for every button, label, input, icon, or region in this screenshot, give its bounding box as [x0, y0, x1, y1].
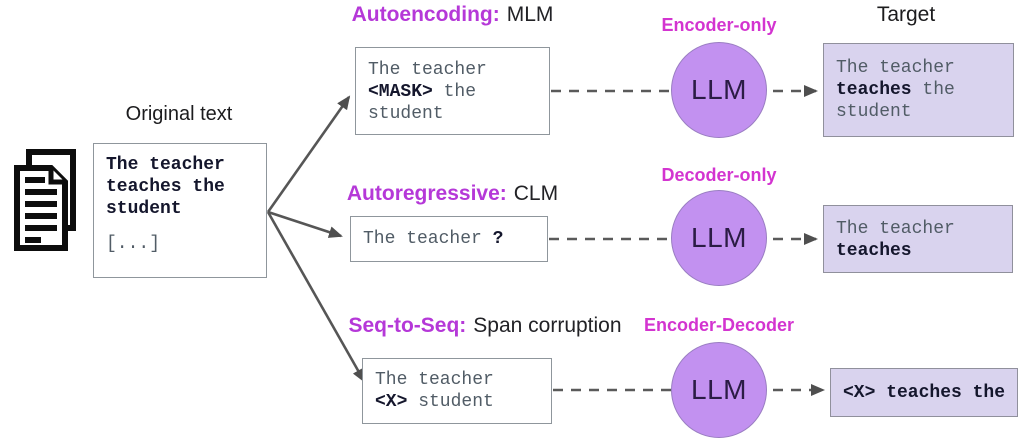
- text-line: The teacher: [106, 155, 225, 175]
- text-line: student: [836, 102, 912, 122]
- objective-name: Span corruption: [473, 314, 622, 337]
- objective-name: MLM: [506, 3, 554, 26]
- text-line: student: [106, 199, 182, 219]
- method-name: Seq-to-Seq:: [348, 314, 467, 337]
- llm-label: LLM: [691, 222, 747, 253]
- ellipsis-line: [...]: [106, 234, 161, 254]
- original-text-box: The teacher teaches the student [...]: [93, 143, 267, 278]
- text-line: The teacher: [375, 370, 494, 390]
- llm-label: LLM: [691, 374, 747, 405]
- predicted-token: teaches: [836, 241, 912, 261]
- llm-label: LLM: [691, 74, 747, 105]
- method-name: Autoencoding:: [351, 3, 500, 26]
- arch-label-encoder-only: Encoder-only: [661, 15, 777, 35]
- x-token: <X>: [375, 392, 408, 412]
- arch-label-decoder-only: Decoder-only: [661, 165, 777, 185]
- method-name: Autoregressive:: [346, 182, 507, 205]
- text-line: teaches the: [836, 80, 955, 100]
- target-title: Target: [876, 3, 936, 26]
- seq2seq-target-box: <X> teaches the: [830, 368, 1018, 417]
- question-token: ?: [492, 229, 504, 249]
- llm-circle-encoder-decoder: LLM: [671, 342, 767, 438]
- clm-target-box: The teacher teaches: [823, 205, 1013, 273]
- arch-label-encoder-decoder: Encoder-Decoder: [643, 315, 795, 335]
- method-label-autoregressive: Autoregressive: CLM: [340, 182, 565, 206]
- predicted-token: teaches: [836, 80, 912, 100]
- predicted-token: <X> teaches the: [843, 383, 1006, 403]
- text-line: The teacher: [836, 58, 955, 78]
- original-text-title: Original text: [125, 103, 233, 125]
- text-line: <MASK> the: [368, 82, 477, 102]
- text-line: The teacher ?: [363, 229, 504, 249]
- objective-name: CLM: [513, 182, 559, 205]
- text-line: The teacher: [368, 60, 487, 80]
- text-line: teaches the: [106, 177, 225, 197]
- llm-circle-decoder-only: LLM: [671, 190, 767, 286]
- llm-circle-encoder-only: LLM: [671, 42, 767, 138]
- documents-icon: [14, 149, 76, 251]
- method-label-seq-to-seq: Seq-to-Seq: Span corruption: [340, 314, 630, 338]
- mlm-target-box: The teacher teaches the student: [823, 43, 1014, 137]
- text-line: student: [368, 104, 444, 124]
- seq2seq-input-box: The teacher <X> student: [362, 358, 552, 424]
- text-line: <X> student: [375, 392, 494, 412]
- mlm-input-box: The teacher <MASK> the student: [355, 47, 550, 135]
- clm-input-box: The teacher ?: [350, 216, 548, 262]
- mask-token: <MASK>: [368, 82, 433, 102]
- text-line: The teacher: [836, 219, 955, 239]
- method-label-autoencoding: Autoencoding: MLM: [340, 3, 565, 27]
